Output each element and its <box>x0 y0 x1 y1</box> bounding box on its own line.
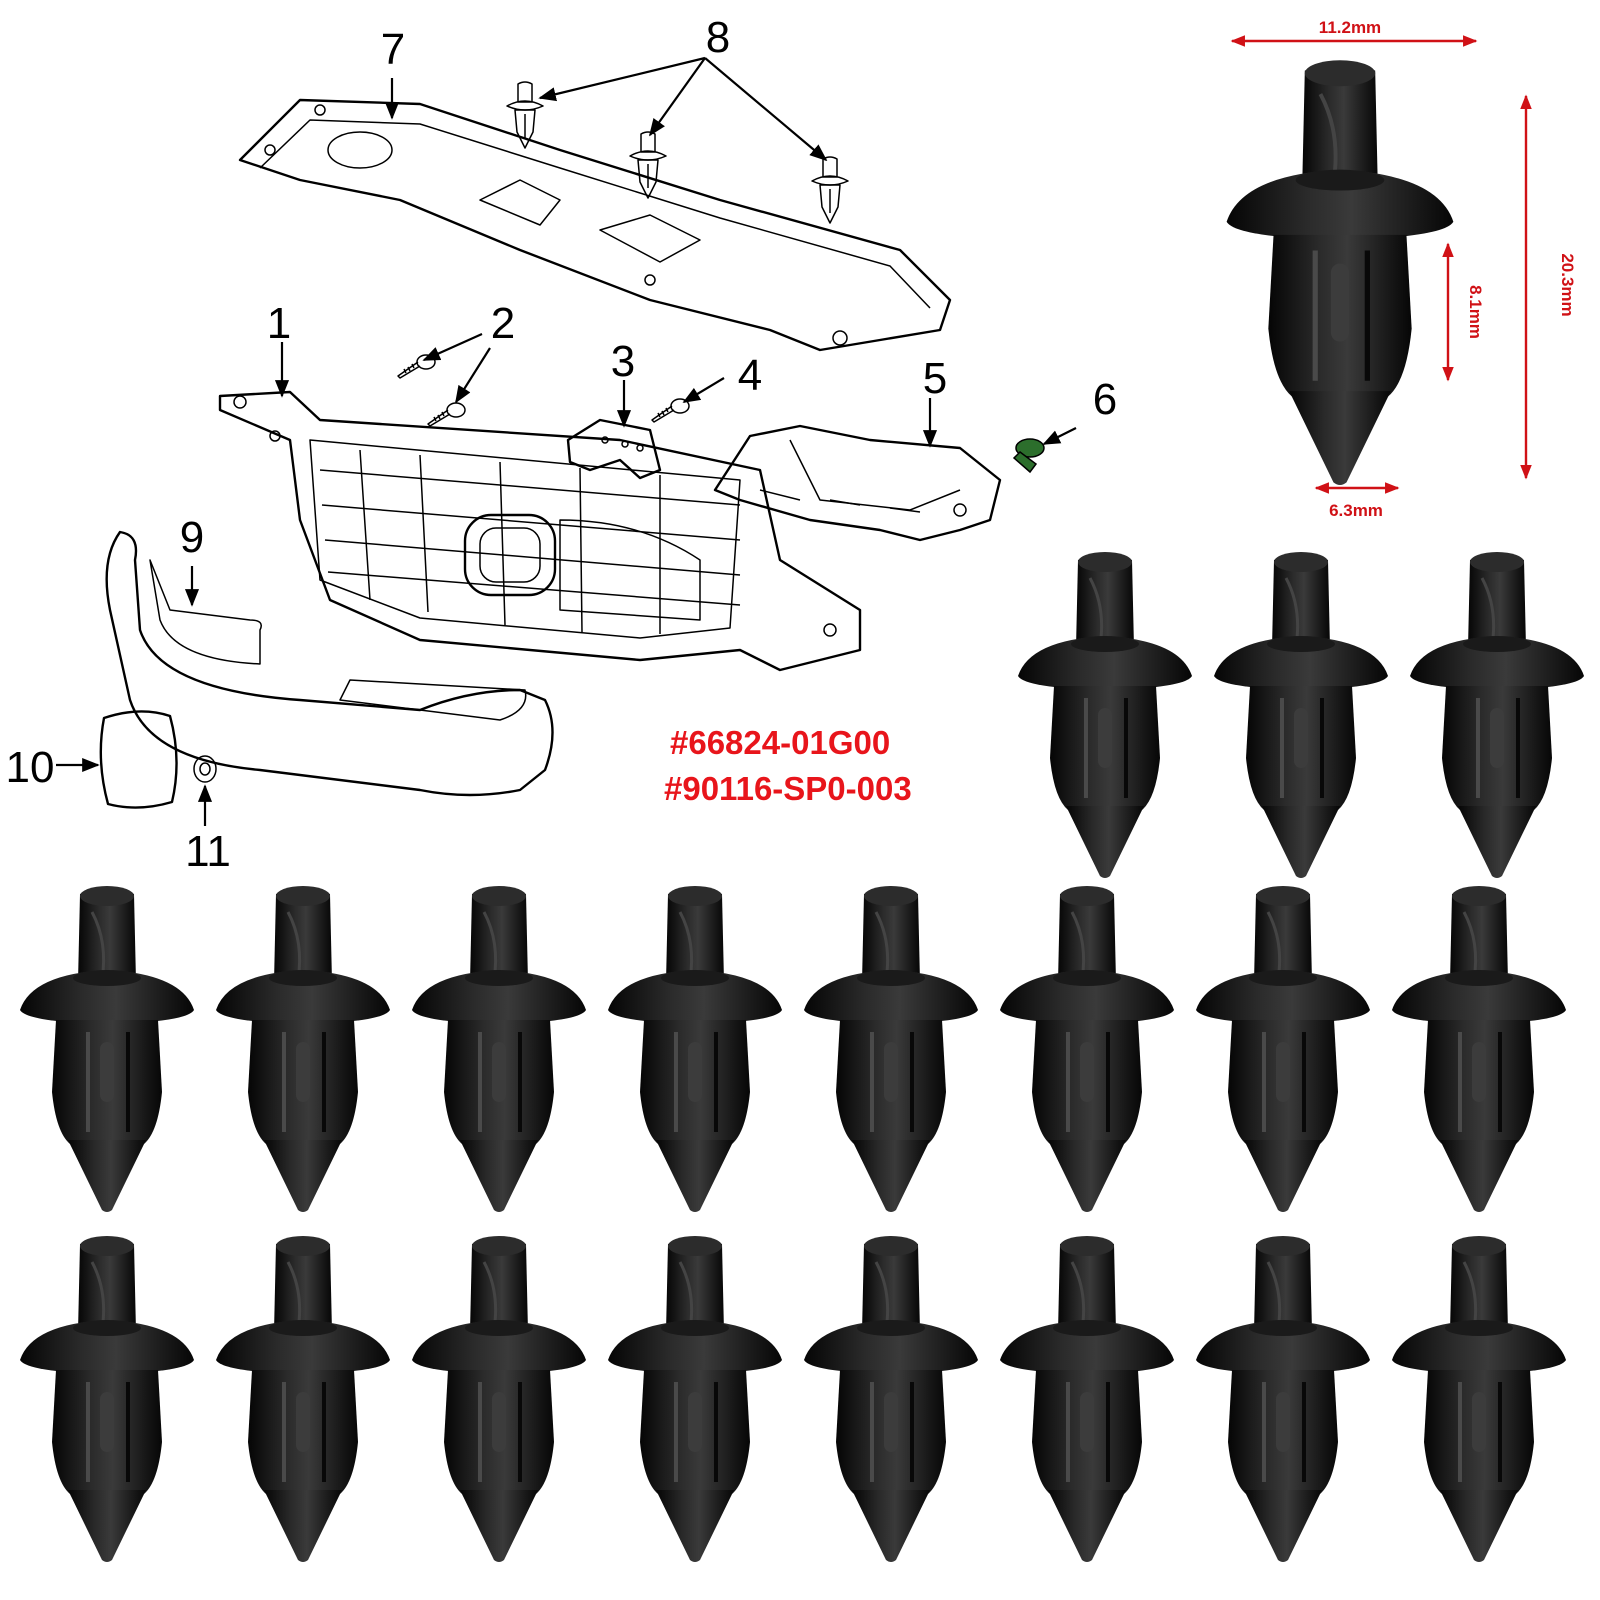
clip-grid <box>18 550 1586 1562</box>
push-pin-clip-icon <box>1016 550 1194 878</box>
callout-3: 3 <box>611 337 635 386</box>
part-8-clip <box>811 156 849 224</box>
grille-exploded-diagram: 1 2 3 4 5 6 7 8 9 10 11 <box>6 13 1118 876</box>
push-pin-clip-icon <box>1194 884 1372 1212</box>
dimension-stem-diameter: 6.3mm <box>1329 501 1383 520</box>
push-pin-clip-icon <box>1390 884 1568 1212</box>
push-pin-clip-icon <box>18 884 196 1212</box>
dimension-head-width: 11.2mm <box>1319 18 1381 37</box>
part-7-upper-panel <box>238 98 952 352</box>
push-pin-clip-icon <box>1194 1234 1372 1562</box>
dimensioned-clip: 11.2mm 20.3mm 8.1mm 6.3mm <box>1227 18 1577 520</box>
callout-5: 5 <box>923 354 947 403</box>
callout-1: 1 <box>267 299 291 348</box>
push-pin-clip-icon <box>1227 60 1454 485</box>
push-pin-clip-icon <box>1390 1234 1568 1562</box>
callout-4: 4 <box>738 351 762 400</box>
part-2-screw <box>427 402 466 427</box>
callout-2: 2 <box>491 299 515 348</box>
part-5-side-cover <box>713 424 1002 542</box>
push-pin-clip-icon <box>1408 550 1586 878</box>
part-8-clip <box>629 131 667 199</box>
push-pin-clip-icon <box>606 884 784 1212</box>
push-pin-clip-icon <box>214 1234 392 1562</box>
push-pin-clip-icon <box>998 1234 1176 1562</box>
part-6-clip <box>1012 438 1045 474</box>
part-number-1: #66824-01G00 <box>670 724 890 761</box>
push-pin-clip-icon <box>998 884 1176 1212</box>
callout-11: 11 <box>185 827 231 876</box>
part-3-bracket <box>566 418 662 480</box>
callout-7: 7 <box>381 25 405 74</box>
part-11-washer <box>193 755 217 783</box>
part-1-grille <box>218 390 862 672</box>
callout-6: 6 <box>1093 375 1117 424</box>
part-9-molding <box>105 530 554 797</box>
push-pin-clip-icon <box>18 1234 196 1562</box>
push-pin-clip-icon <box>802 1234 980 1562</box>
push-pin-clip-icon <box>802 884 980 1212</box>
part-4-screw <box>651 398 690 423</box>
callout-8: 8 <box>706 13 730 62</box>
push-pin-clip-icon <box>410 884 588 1212</box>
callout-9: 9 <box>180 513 204 562</box>
part-10-emblem <box>99 710 178 809</box>
dimension-leg-length: 8.1mm <box>1466 285 1485 339</box>
push-pin-clip-icon <box>410 1234 588 1562</box>
push-pin-clip-icon <box>1212 550 1390 878</box>
part-number-2: #90116-SP0-003 <box>664 770 912 807</box>
dimension-total-length: 20.3mm <box>1558 253 1577 316</box>
push-pin-clip-icon <box>606 1234 784 1562</box>
callout-10: 10 <box>6 743 55 792</box>
push-pin-clip-icon <box>214 884 392 1212</box>
